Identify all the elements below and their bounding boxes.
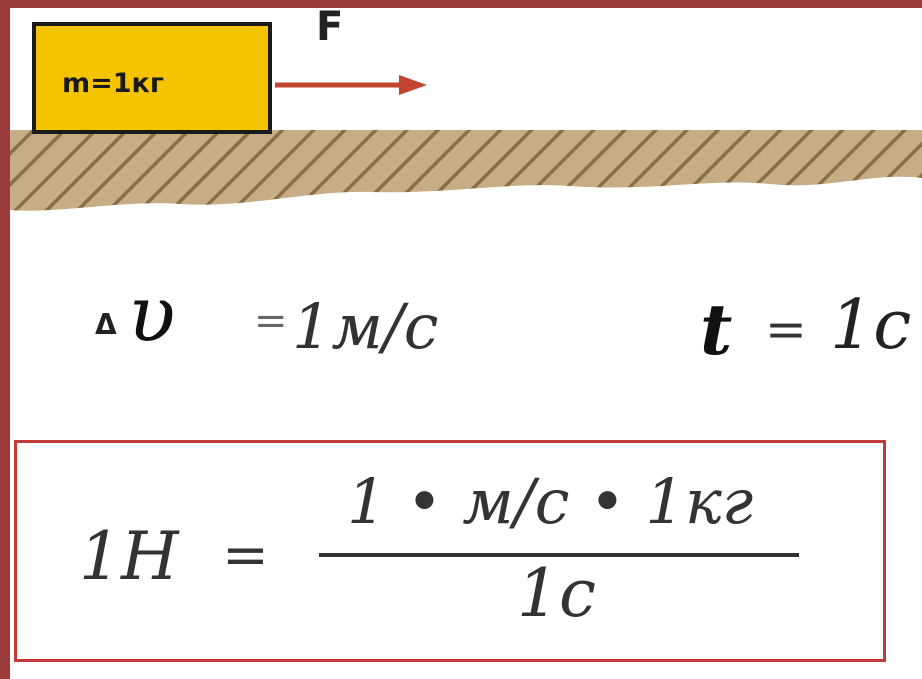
diagram-panel: m=1кг F Δ υ = 1м/с t = 1с 1Н = 1 • м/с •…: [10, 8, 922, 679]
time-value: 1с: [830, 286, 912, 365]
fraction-bar: [319, 553, 799, 557]
ground-surface: [10, 130, 922, 211]
time-equals: =: [765, 300, 807, 358]
formula-denominator: 1с: [517, 555, 596, 632]
velocity-equals: =: [254, 298, 288, 344]
formula-lhs: 1Н: [79, 518, 179, 595]
velocity-symbol: υ: [128, 270, 176, 360]
force-label: F: [316, 8, 344, 50]
mass-block: m=1кг: [32, 22, 272, 134]
mass-label: m=1кг: [62, 68, 164, 99]
delta-symbol: Δ: [95, 308, 117, 341]
formula-numerator: 1 • м/с • 1кг: [347, 465, 754, 538]
force-arrow: [275, 75, 427, 95]
newton-formula-box: 1Н = 1 • м/с • 1кг 1с: [14, 440, 886, 662]
formula-equals: =: [222, 523, 269, 588]
velocity-value: 1м/с: [292, 290, 439, 363]
time-symbol: t: [700, 288, 733, 371]
